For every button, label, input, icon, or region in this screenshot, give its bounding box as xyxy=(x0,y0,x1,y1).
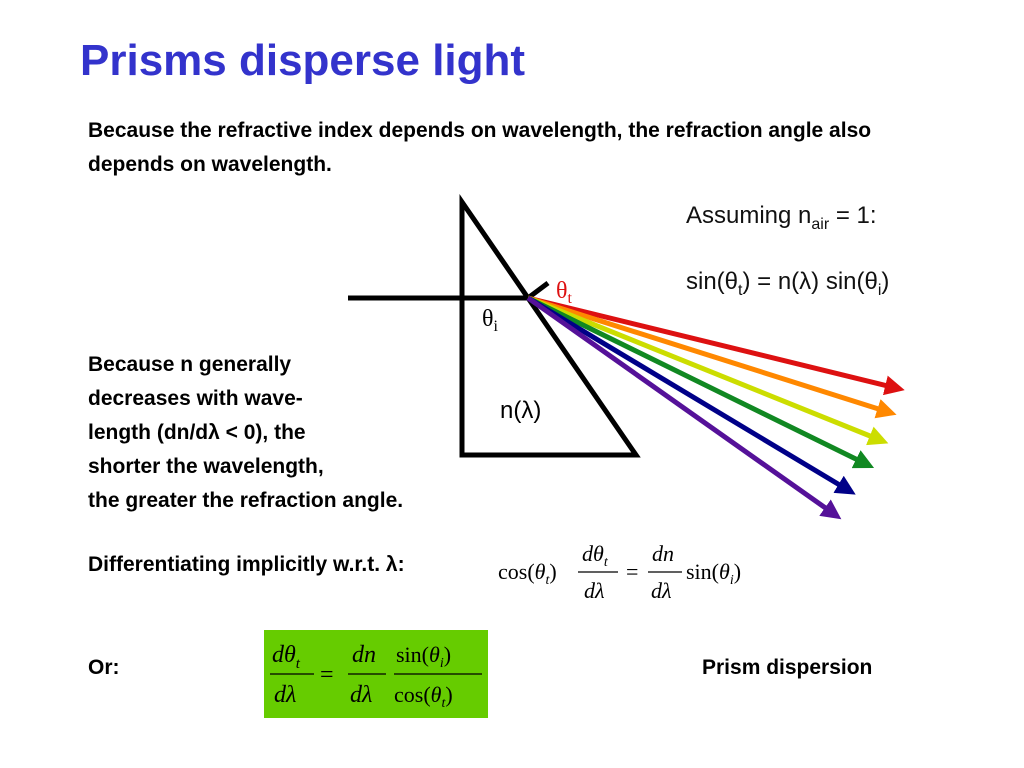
explanation-line: decreases with wave- xyxy=(88,387,303,410)
explanation-text: Because n generally decreases with wave-… xyxy=(88,348,403,518)
dispersion-equation-box: dθt dλ = dn dλ sin(θi) cos(θt) xyxy=(264,630,488,718)
theta-t-label: θt xyxy=(556,278,573,307)
svg-text:dn: dn xyxy=(352,642,376,668)
ray-violet xyxy=(526,295,842,520)
svg-text:cos(θt): cos(θt) xyxy=(394,682,453,711)
or-label: Or: xyxy=(88,656,120,679)
slide-title: Prisms disperse light xyxy=(80,36,526,85)
differentiated-equation: cos(θt) dθt dλ = dn dλ sin(θi) xyxy=(498,541,741,603)
explanation-line: the greater the refraction angle. xyxy=(88,489,404,512)
ray-orange xyxy=(527,295,897,419)
normal-line xyxy=(526,281,550,300)
prism-diagram: θt θi n(λ) xyxy=(348,193,905,520)
svg-text:sin(θi): sin(θi) xyxy=(686,559,741,588)
differentiate-label: Differentiating implicitly w.r.t. λ: xyxy=(88,553,405,576)
assumption-text: Assuming nair = 1: xyxy=(686,202,877,233)
ray-green xyxy=(526,295,875,469)
ray-blue xyxy=(526,295,856,495)
dispersion-equation: dθt dλ = dn dλ sin(θi) cos(θt) xyxy=(270,642,482,711)
svg-text:cos(θt): cos(θt) xyxy=(498,559,557,588)
svg-text:=: = xyxy=(626,559,638,584)
dispersion-label: Prism dispersion xyxy=(702,656,873,679)
theta-i-label: θi xyxy=(482,306,499,335)
svg-text:=: = xyxy=(320,662,334,688)
ray-yellow xyxy=(527,295,889,446)
explanation-line: length (dn/dλ < 0), the xyxy=(88,421,306,444)
svg-text:dλ: dλ xyxy=(651,578,672,603)
svg-text:dλ: dλ xyxy=(584,578,605,603)
svg-text:dλ: dλ xyxy=(350,682,372,708)
ray-red xyxy=(527,295,905,396)
svg-text:dn: dn xyxy=(652,541,674,566)
explanation-line: shorter the wavelength, xyxy=(88,455,324,478)
svg-text:dθt: dθt xyxy=(582,541,609,570)
intro-text: Because the refractive index depends on … xyxy=(88,119,872,176)
svg-text:dλ: dλ xyxy=(274,682,296,708)
prism-shape xyxy=(459,193,641,458)
snell-law: sin(θt) = n(λ) sin(θi) xyxy=(686,268,890,299)
svg-text:dθt: dθt xyxy=(272,642,301,672)
n-lambda-label: n(λ) xyxy=(500,397,541,424)
explanation-line: Because n generally xyxy=(88,353,292,376)
svg-text:sin(θi): sin(θi) xyxy=(396,642,451,671)
